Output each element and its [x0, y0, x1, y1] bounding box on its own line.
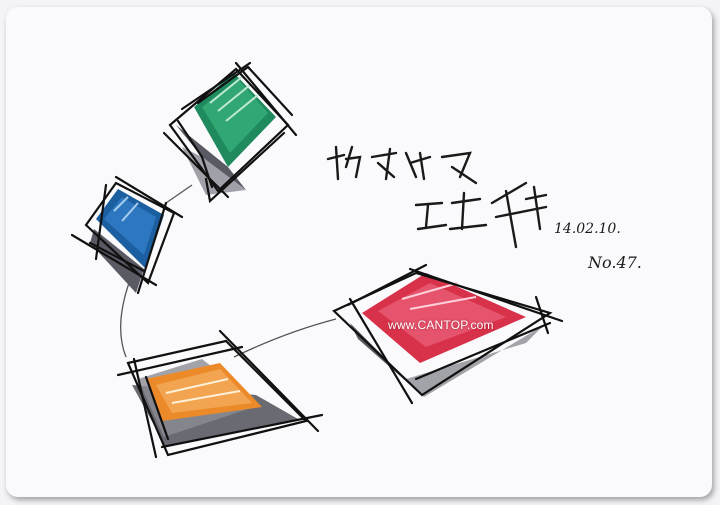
number-note: No.47. — [588, 253, 642, 272]
blue-block — [70, 175, 184, 295]
date-note: 14.02.10. — [554, 221, 621, 237]
red-block — [332, 263, 564, 405]
sketch-paper: 14.02.10. No.47. www.CANTOP.com — [6, 7, 712, 497]
green-block — [162, 61, 298, 204]
connector-lines — [120, 184, 337, 358]
sketch-drawing — [70, 61, 564, 459]
handwriting-strokes — [326, 145, 548, 249]
watermark-text: www.CANTOP.com — [388, 318, 494, 332]
orange-block — [116, 329, 324, 459]
